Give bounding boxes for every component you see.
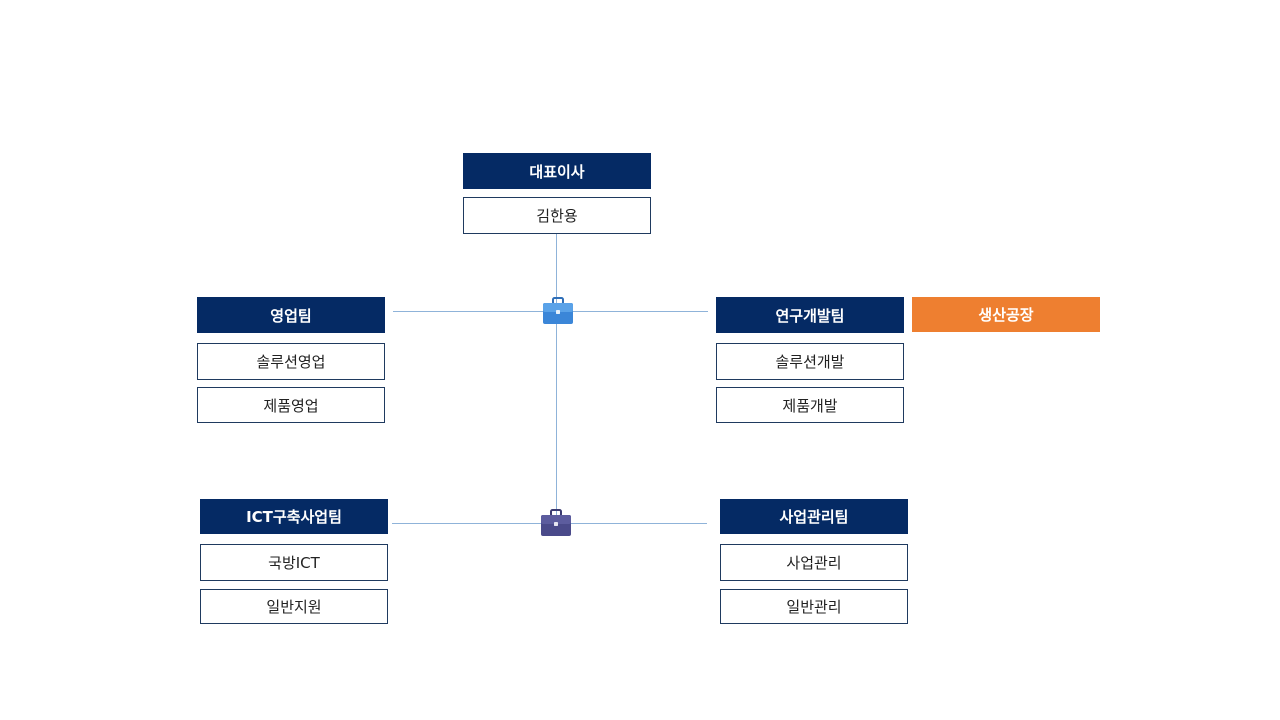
factory-title: 생산공장 <box>912 297 1100 332</box>
connector-mgmt <box>556 523 707 524</box>
sales-unit-solution: 솔루션영업 <box>197 343 385 380</box>
ict-unit-defense: 국방ICT <box>200 544 388 581</box>
mgmt-unit-business: 사업관리 <box>720 544 908 581</box>
briefcase-icon <box>541 509 571 536</box>
rnd-unit-product: 제품개발 <box>716 387 904 423</box>
ict-team-title: ICT구축사업팀 <box>200 499 388 534</box>
ict-unit-general: 일반지원 <box>200 589 388 624</box>
connector-rnd <box>556 311 708 312</box>
sales-unit-product: 제품영업 <box>197 387 385 423</box>
rnd-team-title: 연구개발팀 <box>716 297 904 333</box>
sales-team-title: 영업팀 <box>197 297 385 333</box>
connector-vertical <box>556 233 557 523</box>
connector-sales <box>393 311 556 312</box>
ceo-title: 대표이사 <box>463 153 651 189</box>
connector-ict <box>392 523 556 524</box>
rnd-unit-solution: 솔루션개발 <box>716 343 904 380</box>
mgmt-unit-general: 일반관리 <box>720 589 908 624</box>
ceo-name: 김한용 <box>463 197 651 234</box>
mgmt-team-title: 사업관리팀 <box>720 499 908 534</box>
briefcase-icon <box>543 297 573 324</box>
